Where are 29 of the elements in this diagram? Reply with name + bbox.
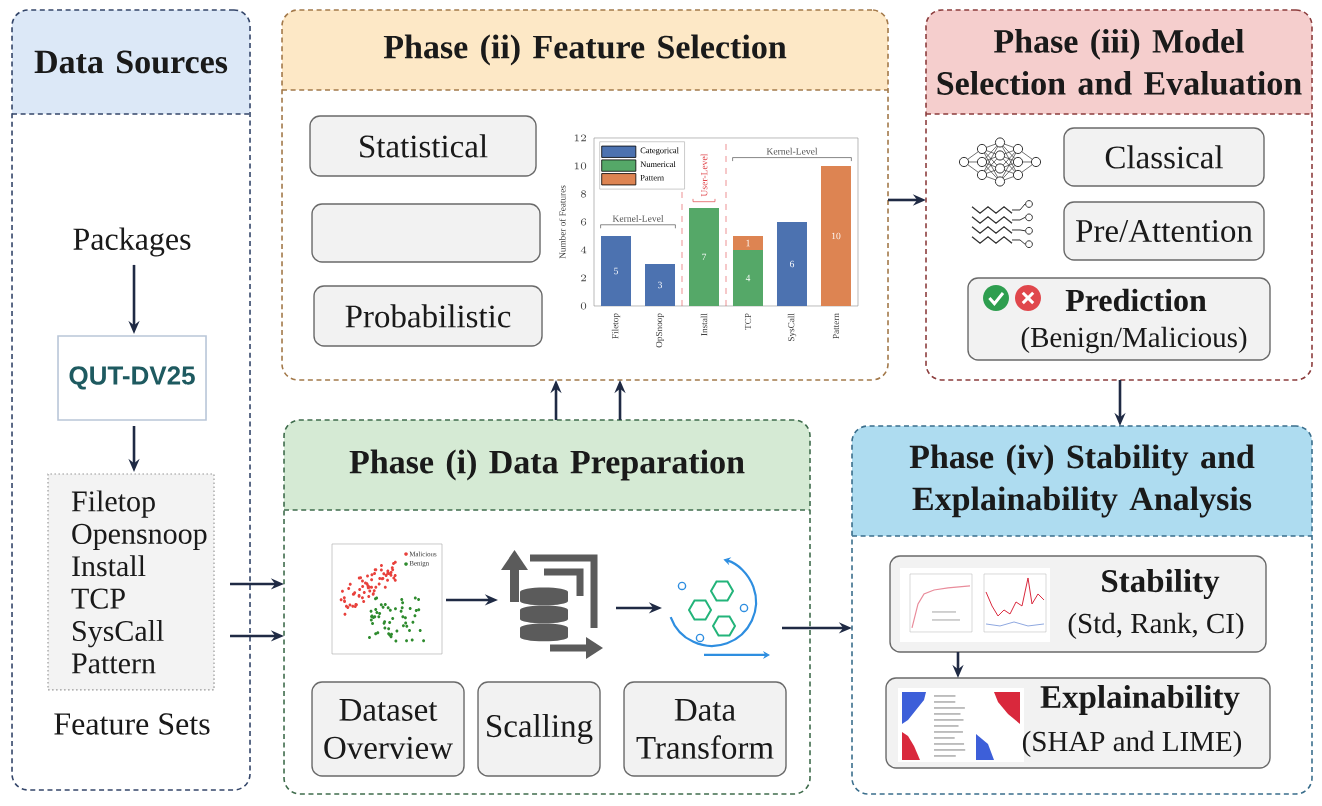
method-box <box>311 203 541 263</box>
bar <box>645 263 676 306</box>
bar <box>820 165 851 306</box>
method-box: Probabilistic <box>313 285 543 347</box>
panel-header: Phase (iv) Stability and Explainability Analysis <box>852 426 1312 536</box>
bar <box>732 249 763 306</box>
model-box: Classical <box>1063 127 1265 187</box>
prediction-box: Prediction (Benign/Malicious) <box>967 277 1271 361</box>
scatter-plot-thumbnail <box>331 543 443 655</box>
step-box: Dataset Overview <box>311 681 465 777</box>
bar <box>776 221 807 306</box>
model-box: Pre/Attention <box>1063 201 1265 261</box>
step-box: Data Transform <box>623 681 787 777</box>
source-label: Packages <box>73 227 191 257</box>
panel-header: Phase (i) Data Preparation <box>284 419 810 510</box>
node-label: Feature Sets <box>54 713 210 735</box>
bar <box>601 235 632 306</box>
result-box: Explainability (SHAP and LIME) <box>885 677 1271 769</box>
result-box: Stability (Std, Rank, CI) <box>889 555 1267 653</box>
dataset-box: QUT-DV25 <box>57 335 207 421</box>
panel-header: Data Sources <box>12 10 250 114</box>
feature-list-box: Filetop Opensnoop Install TCP SysCall Pattern <box>47 473 215 691</box>
panel-header: Phase (iii) Model Selection and Evaluation <box>926 10 1312 114</box>
bar <box>732 235 763 250</box>
database-icon <box>501 549 603 659</box>
bar <box>689 207 719 306</box>
panel-header: Phase (ii) Feature Selection <box>282 10 888 90</box>
step-box: Scalling <box>477 681 601 777</box>
method-box: Statistical <box>309 115 537 177</box>
